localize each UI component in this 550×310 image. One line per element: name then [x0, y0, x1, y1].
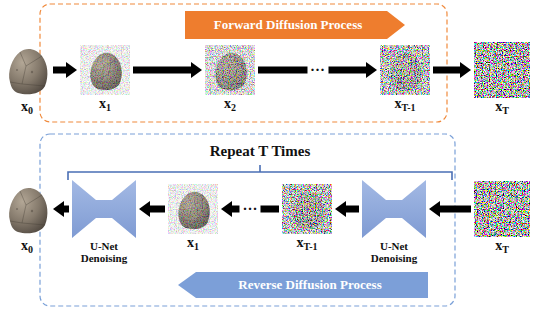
- reverse-process-arrow: Reverse Diffusion Process: [178, 272, 428, 298]
- picture-area: [474, 181, 530, 237]
- state-label: x1: [168, 235, 218, 251]
- image-node: x2: [205, 45, 255, 112]
- state-label: xT-1: [282, 235, 332, 251]
- subscript: 1: [106, 102, 111, 113]
- unet-node: U-Net Denoising: [72, 180, 136, 264]
- pure-noise-image: [474, 181, 530, 237]
- noisy-image: [380, 45, 430, 95]
- reverse-group-outline: [40, 134, 455, 306]
- unet-symbol: [362, 180, 426, 238]
- forward-group-outline: [40, 4, 447, 122]
- flow-arrow: [433, 62, 471, 78]
- ellipsis-label: ···: [307, 63, 328, 77]
- noisy-image: [205, 45, 255, 95]
- repeat-bracket: [68, 165, 452, 180]
- flow-arrow: [258, 62, 377, 78]
- picture-area: [282, 184, 332, 234]
- forward-process-arrow: Forward Diffusion Process: [185, 11, 405, 39]
- ellipsis-label: ···: [239, 202, 260, 216]
- subscript: 0: [28, 244, 33, 255]
- process-label: Forward Diffusion Process: [214, 17, 363, 33]
- arrow-text-holder: Reverse Diffusion Process: [196, 272, 424, 298]
- arrow-text-holder: Forward Diffusion Process: [189, 11, 387, 39]
- image-node: x0: [4, 42, 50, 115]
- flow-arrow: [139, 201, 165, 217]
- state-label: xT: [474, 99, 530, 115]
- picture-area: [80, 45, 130, 95]
- noisy-image: [282, 184, 332, 234]
- image-node: xT-1: [380, 45, 430, 112]
- unet-label: U-Net Denoising: [362, 240, 426, 264]
- state-label: xT-1: [380, 96, 430, 112]
- process-label: Reverse Diffusion Process: [238, 277, 381, 293]
- subscript: T: [502, 105, 509, 116]
- state-label: x0: [4, 99, 50, 115]
- clean-rock-image: [9, 49, 47, 94]
- unet-label: U-Net Denoising: [72, 240, 136, 264]
- subscript: T: [502, 244, 509, 255]
- subscript: 2: [231, 102, 236, 113]
- state-label: x2: [205, 96, 255, 112]
- subscript: T-1: [303, 241, 317, 252]
- pure-noise-image: [474, 42, 530, 98]
- flow-arrow: [53, 201, 69, 217]
- subscript: 0: [28, 105, 33, 116]
- picture-area: [4, 42, 50, 98]
- noisy-image: [168, 184, 218, 234]
- picture-area: [380, 45, 430, 95]
- unet-node: U-Net Denoising: [362, 180, 426, 264]
- unet-symbol: [72, 180, 136, 238]
- picture-area: [4, 181, 50, 237]
- image-node: xT-1: [282, 184, 332, 251]
- flow-arrow: [133, 62, 202, 78]
- flow-arrow: [429, 201, 471, 217]
- picture-area: [168, 184, 218, 234]
- clean-rock-image: [9, 188, 47, 233]
- state-label: xT: [474, 238, 530, 254]
- picture-area: [205, 45, 255, 95]
- image-node: xT: [474, 181, 530, 254]
- picture-area: [474, 42, 530, 98]
- state-label: x0: [4, 238, 50, 254]
- state-label: x1: [80, 96, 130, 112]
- image-node: xT: [474, 42, 530, 115]
- subscript: 1: [194, 241, 199, 252]
- noisy-image: [80, 45, 130, 95]
- repeat-label: Repeat T Times: [210, 143, 311, 160]
- picture-area: [362, 180, 426, 238]
- subscript: T-1: [401, 102, 415, 113]
- flow-arrow: [335, 201, 359, 217]
- image-node: x1: [80, 45, 130, 112]
- image-node: x1: [168, 184, 218, 251]
- flow-arrow: [53, 62, 77, 78]
- picture-area: [72, 180, 136, 238]
- image-node: x0: [4, 181, 50, 254]
- flow-arrow: [221, 201, 279, 217]
